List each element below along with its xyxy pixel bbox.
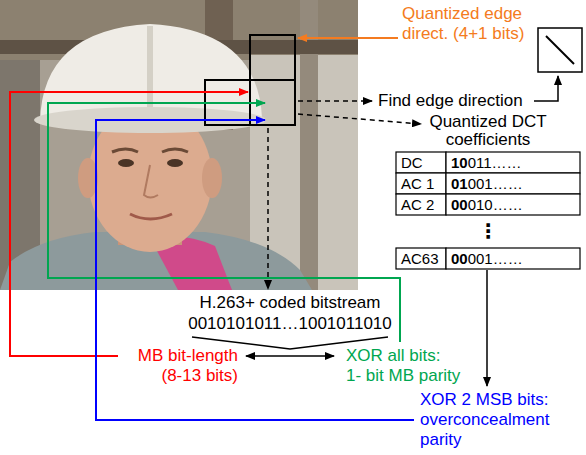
table-cell-bits: 00010…… [451, 194, 523, 215]
process-note: Quantized DCT coefficients [429, 113, 546, 149]
eyebrow [162, 149, 188, 152]
eye [167, 159, 183, 167]
bitstream-bits: 0010101011…1001011010 [188, 314, 392, 334]
bitstream-title: H.263+ coded bitstream [200, 293, 381, 313]
table-cell [396, 194, 446, 215]
overconcealment-note: XOR 2 MSB bits: overconcealment parity [420, 390, 549, 450]
table-cell-bits: 10011…… [451, 152, 522, 173]
table-cell [396, 248, 446, 269]
video-frame [0, 0, 358, 290]
macroblock [250, 35, 295, 80]
table-row-label: AC 2 [401, 194, 434, 215]
table-cell-bits: 01001…… [451, 173, 523, 194]
table-cell [446, 194, 580, 215]
nose [144, 165, 158, 198]
table-row-label: AC63 [401, 248, 439, 269]
mouth [130, 214, 172, 219]
table-cell [396, 173, 446, 194]
arrow [534, 76, 558, 101]
table-cell-bits: 00001…… [451, 248, 523, 269]
parity-note: XOR all bits: 1- bit MB parity [346, 346, 460, 386]
hard-hat-ridge [147, 26, 153, 108]
edge-direction-note: Quantized edge direct. (4+1 bits) [402, 4, 524, 44]
table-cell [396, 152, 446, 173]
bit-length-note: MB bit-length (8-13 bits) [138, 346, 238, 386]
table-cell [446, 248, 580, 269]
table-cell [446, 173, 580, 194]
ellipsis-mark: ⋮ [478, 217, 498, 245]
edge-symbol-line [546, 36, 574, 64]
parity-leader [48, 103, 400, 342]
table-cell [446, 152, 580, 173]
edge-symbol-box [538, 28, 582, 72]
frame-background [0, 0, 358, 290]
double-arrow [246, 355, 334, 357]
dashed-arrow [267, 128, 269, 289]
table-row-label: AC 1 [401, 173, 434, 194]
dashed-arrow [298, 100, 372, 102]
arrow [486, 270, 488, 386]
dashed-arrow [298, 114, 421, 124]
process-note: Find edge direction [378, 91, 523, 111]
edge-direction-leader [298, 37, 398, 39]
dct-table [396, 152, 580, 269]
eyebrow [112, 149, 138, 152]
ear [202, 158, 222, 198]
eye [118, 159, 134, 167]
table-row-label: DC [401, 152, 423, 173]
